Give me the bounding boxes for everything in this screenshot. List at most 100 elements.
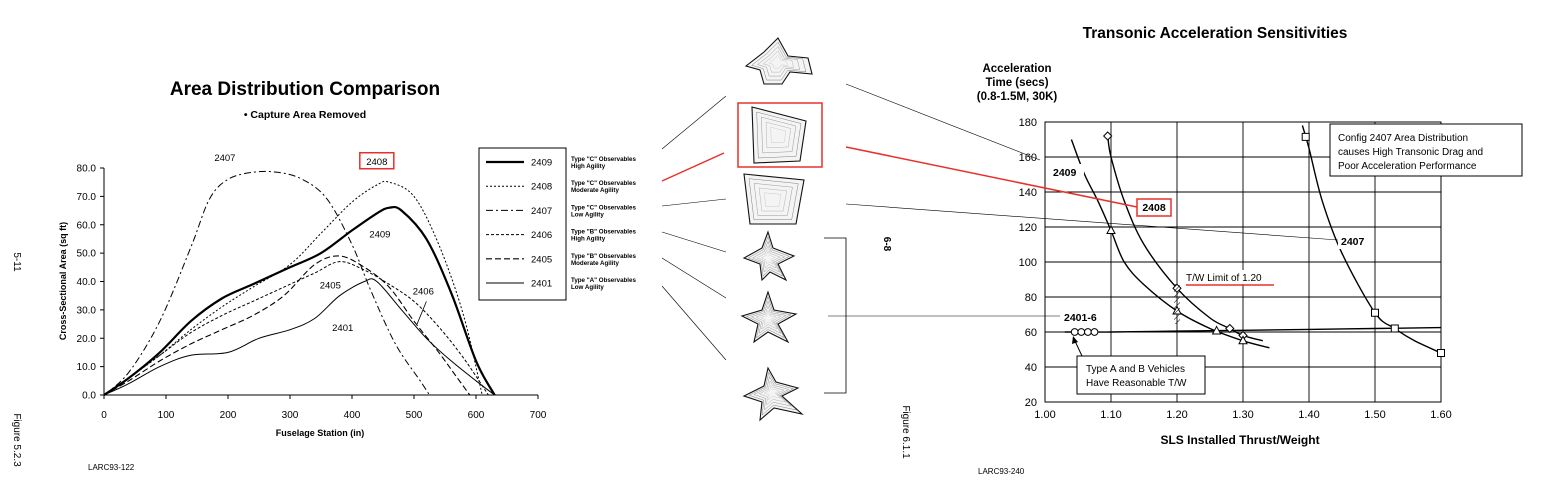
callout-ab-box: [1076, 355, 1206, 395]
marker-circle: [1070, 328, 1079, 336]
legend-label-2401: 2401: [531, 279, 552, 290]
chart2-ylabel-3: (0.8-1.5M, 30K): [977, 91, 1058, 103]
tw-limit-hatch: [1174, 284, 1180, 324]
tw-limit-bg: [1183, 270, 1277, 284]
chart1-xtick-label: 500: [406, 410, 423, 421]
aircraft-2406-icon-contour: [756, 245, 781, 269]
legend-label-2406: 2406: [531, 230, 552, 241]
chart2-ytick-label: 60: [1025, 327, 1037, 339]
chart2-title: Transonic Acceleration Sensitivities: [1083, 25, 1348, 42]
chart1-title: Area Distribution Comparison: [170, 79, 440, 100]
connector-left-5: [661, 285, 727, 361]
marker-triangle: [1238, 335, 1248, 345]
label-2409-bg: [1050, 164, 1084, 180]
aircraft-2409-icon: [744, 37, 813, 85]
connectors: [661, 83, 1339, 361]
aircraft-2405-icon-contour: [750, 300, 787, 334]
aircraft-2409-icon-outline: [744, 37, 813, 85]
chart1-ytick-label: 80.0: [77, 164, 97, 175]
marker-triangle: [1211, 325, 1222, 335]
callout-2407-line3: Poor Acceleration Performance: [1338, 161, 1477, 172]
series-2407: [1301, 125, 1442, 354]
aircraft-2408-icon-contour: [770, 127, 786, 143]
chart2-ytick-label: 140: [1019, 187, 1037, 199]
chart2-xtick-label: 1.10: [1100, 409, 1121, 421]
aircraft-2401-icon-contour: [763, 385, 781, 401]
left-doc-id: LARC93-122: [88, 463, 135, 472]
chart1-xtick-label: 400: [344, 410, 361, 421]
marker-circle: [1084, 328, 1092, 336]
chart1-xtick-label: 600: [468, 410, 485, 421]
chart1-ytick-label: 70.0: [77, 192, 97, 203]
marker-diamond: [1102, 131, 1113, 141]
chart2-xtick-label: 1.40: [1298, 409, 1319, 421]
chart2-ytick-label: 20: [1025, 397, 1037, 409]
chart1-ytick-label: 50.0: [77, 249, 97, 260]
legend-desc1-2407: Type "C" Observables: [571, 204, 636, 211]
marker-square: [1301, 132, 1310, 141]
marker-square: [1371, 308, 1379, 317]
aircraft-2407-icon-contour: [764, 192, 782, 207]
callout-2407-box: [1329, 123, 1523, 177]
bracket: [824, 237, 847, 394]
chart2-ytick-label: 40: [1025, 362, 1037, 374]
aircraft-2409-icon-contour: [757, 46, 800, 77]
chart2-xlabel: SLS Installed Thrust/Weight: [1160, 433, 1319, 447]
legend-desc1-2401: Type "A" Observables: [571, 277, 636, 284]
connector-right-0: [845, 83, 1041, 161]
legend-desc2-2406: High Agility: [571, 236, 606, 243]
connector-left-0: [661, 95, 727, 150]
aircraft-2409-icon-contour: [763, 50, 794, 73]
aircraft-2401-icon-contour: [753, 376, 792, 411]
chart1-ytick-label: 20.0: [77, 334, 97, 345]
chart2-xtick-label: 1.50: [1364, 409, 1385, 421]
aircraft-2401-icon: [742, 366, 804, 422]
legend-label-2408: 2408: [531, 182, 552, 193]
legend-label-2407: 2407: [531, 206, 552, 217]
aircraft-2405-icon: [740, 290, 798, 344]
aircraft-2405-icon-contour: [755, 305, 782, 330]
label-2409: 2409: [369, 230, 390, 241]
legend-desc2-2407: Low Agility: [571, 211, 604, 218]
label-2407-bg: [1338, 233, 1372, 249]
aircraft-2401-icon-contour: [748, 371, 798, 416]
aircraft-2407-icon-contour: [748, 178, 799, 220]
label-2401-6: 2401-6: [1064, 312, 1097, 324]
aircraft-2407-icon-contour: [758, 187, 787, 212]
label-2406-pointer: [416, 301, 427, 325]
tw-limit-label: T/W Limit of 1.20: [1186, 273, 1262, 284]
aircraft-column: [740, 37, 813, 422]
connector-left-2: [661, 198, 727, 207]
legend-desc1-2406: Type "B" Observables: [571, 229, 636, 236]
aircraft-2408-icon: [751, 106, 807, 164]
label-2405: 2405: [320, 281, 341, 292]
label-2408-box: [1136, 198, 1172, 217]
aircraft-2408-icon-contour: [761, 116, 797, 154]
callout-ab-line1: Type A and B Vehicles: [1086, 364, 1185, 375]
aircraft-2407-icon-contour: [753, 183, 793, 216]
chart1-xtick-label: 200: [220, 410, 237, 421]
legend-desc2-2408: Moderate Agility: [571, 187, 619, 194]
aircraft-2405-icon-contour: [760, 310, 777, 325]
chart1-subtitle: • Capture Area Removed: [244, 109, 366, 121]
label-2408-box: [359, 151, 395, 170]
aircraft-2406-icon: [742, 230, 796, 282]
label-2407: 2407: [1341, 236, 1365, 248]
label-2408: 2408: [366, 157, 387, 168]
marker-square: [1390, 324, 1399, 333]
connector-right-2: [845, 203, 1339, 241]
chart2-ylabel-2: Time (secs): [985, 77, 1048, 89]
label-2407: 2407: [214, 153, 235, 164]
left-page-number: 5-11: [11, 252, 22, 272]
chart1-ytick-label: 10.0: [77, 362, 97, 373]
aircraft-2409-icon-contour: [768, 55, 788, 69]
aircraft-2408-icon-contour: [765, 121, 792, 148]
chart1-ylabel: Cross-Sectional Area (sq ft): [58, 222, 68, 340]
callout-2407-line2: causes High Transonic Drag and: [1338, 147, 1483, 158]
chart1-ytick-label: 0.0: [82, 391, 96, 402]
label-2408: 2408: [1142, 202, 1166, 214]
aircraft-2408-icon-contour: [756, 111, 802, 159]
right-figure-label: Figure 6.1.1: [900, 405, 911, 459]
connector-left-4: [661, 257, 727, 299]
connector-right-1: [845, 146, 1138, 208]
